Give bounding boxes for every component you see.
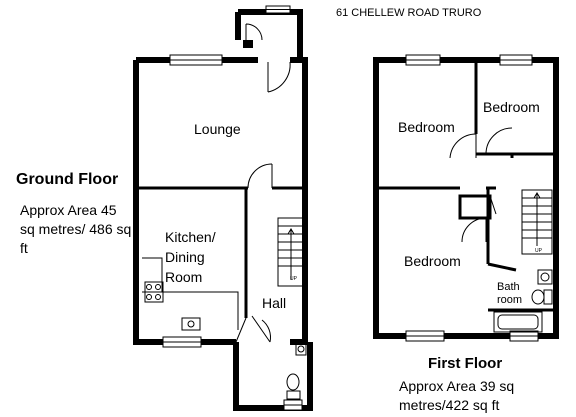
first-floor-staircase: [521, 189, 553, 255]
first-floor-external-walls: [373, 54, 559, 342]
room-label-hall: Hall: [262, 295, 287, 311]
room-label-bedroom-1: Bedroom: [398, 119, 455, 135]
first-floor-stairs-up-label: UP: [535, 248, 542, 254]
room-label-bedroom-2: Bedroom: [483, 99, 540, 115]
wc-walls: [233, 315, 313, 411]
ground-floor-title: Ground Floor: [16, 171, 119, 188]
kitchen-units: [142, 257, 239, 331]
ground-floor-plan: [133, 5, 313, 411]
ground-floor-area: Approx Area 45 sq metres/ 486 sq ft: [20, 202, 132, 256]
ground-floor-internal-walls: [136, 163, 305, 318]
room-label-kitchen-dining: Kitchen/ Dining Room: [165, 229, 216, 285]
property-address: 61 CHELLEW ROAD TRURO: [336, 7, 482, 19]
ground-floor-external-walls: [133, 54, 308, 348]
first-floor-plan: [373, 54, 559, 342]
ground-floor-stairs-up-label: UP: [290, 276, 297, 282]
ground-floor-staircase: [277, 217, 305, 287]
porch-walls: [235, 5, 303, 60]
room-label-lounge: Lounge: [194, 121, 241, 137]
room-label-bedroom-3: Bedroom: [404, 253, 461, 269]
first-floor-internal-walls: [376, 60, 556, 312]
first-floor-area: Approx Area 39 sq metres/422 sq ft: [399, 378, 515, 413]
first-floor-title: First Floor: [428, 355, 503, 372]
room-label-bathroom: Bath room: [497, 281, 523, 306]
bathroom-fittings: [493, 269, 553, 333]
